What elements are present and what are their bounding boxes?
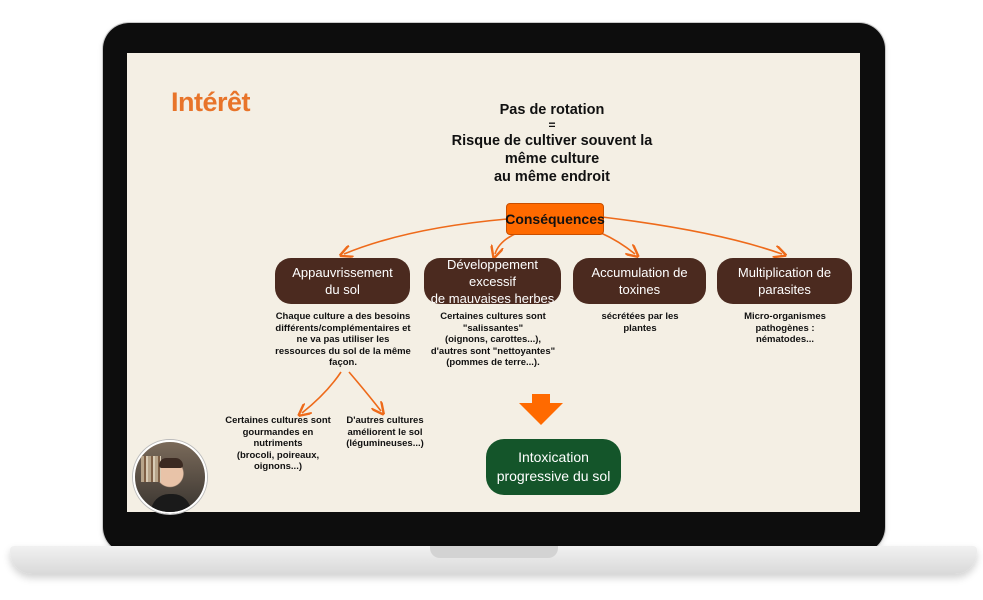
desc-line: ne va pas utiliser les [296,334,390,345]
desc-line: plantes [623,322,657,334]
presenter-shirt [151,494,191,512]
desc-line: nutriments [253,438,303,449]
desc-line: (brocoli, poireaux, [236,449,320,461]
desc-line: d'autres sont "nettoyantes" [430,345,556,357]
heading-line: Pas de rotation [499,102,605,118]
desc-line: pathogènes : [755,322,815,334]
big-down-arrow [519,394,563,425]
desc-line: ressources du sol de la même [275,345,411,357]
webcam-presenter-icon [133,440,207,514]
box-appauvrissement: Appauvrissement du sol [275,258,410,304]
arrow-to-mauvaises-herbes [495,232,518,254]
box-line: de mauvaises herbes [430,290,555,306]
desc-parasites: Micro-organismes pathogènes : nématodes.… [732,311,838,346]
presenter-hair [159,458,183,468]
box-parasites: Multiplication de parasites [717,258,852,304]
desc-appauvrissement: Chaque culture a des besoins différents/… [270,311,416,369]
desc-line: (oignons, carottes...), [444,334,542,345]
sub-desc-gourmandes: Certaines cultures sont gourmandes en nu… [224,415,332,473]
desc-line: oignons...) [253,461,303,472]
desc-line: "salissantes" [462,322,524,334]
desc-line: différents/complémentaires et [275,322,411,334]
desc-line: (pommes de terre...). [446,357,540,368]
desc-toxines: sécrétées par les plantes [582,311,698,334]
box-toxines: Accumulation de toxines [573,258,706,304]
box-line: parasites [758,282,811,297]
heading: Pas de rotation = Risque de cultiver sou… [397,101,707,186]
box-line: toxines [618,282,661,297]
consequences-label: Conséquences [505,203,605,235]
heading-line: = [548,118,556,132]
desc-line: Certaines cultures sont [440,311,546,322]
arrow-to-sub-left [302,371,342,413]
heading-line: même culture [504,151,600,167]
arrow-to-appauvrissement [344,218,508,254]
arrow-to-toxines [600,232,635,254]
desc-line: gourmandes en [242,426,314,438]
desc-line: D'autres cultures [346,415,424,426]
desc-line: (légumineuses...) [346,438,424,449]
desc-line: nématodes... [755,334,815,345]
bookshelf [141,456,161,482]
sub-desc-ameliorent: D'autres cultures améliorent le sol (lég… [339,415,431,450]
slide: Intérêt Pas de rotation = Risque de cult… [127,53,860,512]
laptop-notch [430,546,558,558]
box-line: Appauvrissement [292,265,393,280]
result-box: Intoxication progressive du sol [486,439,621,495]
desc-line: Certaines cultures sont [225,415,331,426]
arrow-to-sub-right [348,371,381,411]
box-line: Accumulation de [591,265,688,280]
box-line: Multiplication de [737,265,832,280]
desc-line: améliorent le sol [347,426,423,438]
box-mauvaises-herbes: Développement excessif de mauvaises herb… [424,256,561,306]
desc-mauvaises-herbes: Certaines cultures sont "salissantes" (o… [425,311,561,369]
desc-line: façon. [329,357,357,368]
arrows [127,216,860,425]
result-line: progressive du sol [496,468,611,484]
result-line: Intoxication [518,449,589,465]
heading-line: au même endroit [493,169,611,185]
desc-line: sécrétées par les [601,311,679,322]
slide-title: Intérêt [171,87,251,117]
arrow-to-parasites [601,216,782,254]
box-line: Développement excessif [446,256,539,289]
desc-line: Chaque culture a des besoins [275,311,411,322]
box-line: du sol [325,282,360,297]
desc-line: Micro-organismes [744,311,826,322]
heading-line: Risque de cultiver souvent la [451,133,653,149]
